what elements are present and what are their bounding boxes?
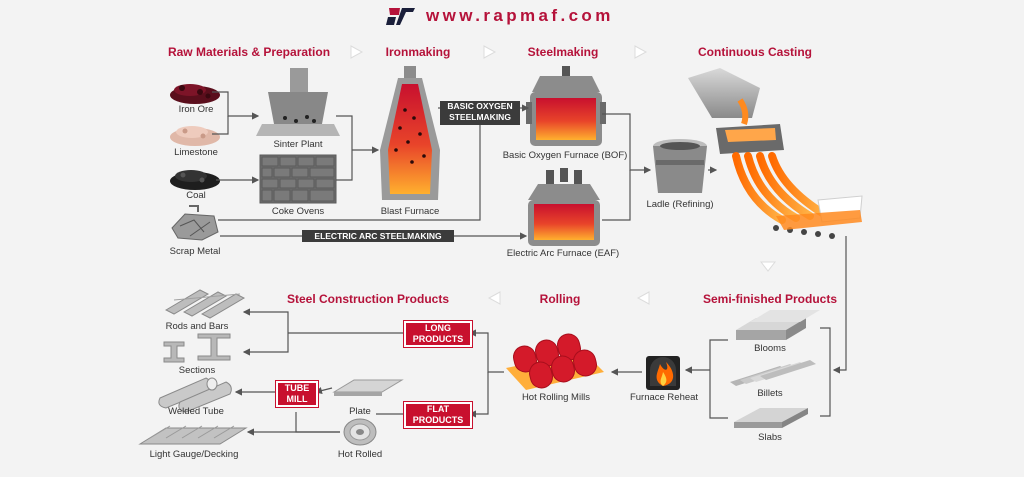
label-ladle: Ladle (Refining) (646, 199, 714, 210)
iron-ore-icon (170, 84, 220, 104)
label-iron-ore: Iron Ore (178, 104, 214, 115)
electric-arc-steelmaking-box: ELECTRIC ARC STEELMAKING (302, 230, 454, 242)
blooms-icon (736, 310, 820, 340)
stage-title-construction: Steel Construction Products (286, 292, 450, 306)
brand-url[interactable]: www.rapmaf.com (426, 6, 614, 25)
label-eaf: Electric Arc Furnace (EAF) (506, 248, 620, 259)
chevron-down-icon (759, 261, 777, 272)
chevron-right-icon (483, 45, 497, 59)
label-coke-ovens: Coke Ovens (271, 206, 325, 217)
light-gauge-decking-icon (138, 425, 248, 445)
stage-title-casting: Continuous Casting (698, 45, 812, 59)
slabs-icon (734, 408, 808, 428)
long-line-1: LONG (425, 323, 451, 333)
label-scrap-metal: Scrap Metal (169, 246, 221, 257)
label-slabs: Slabs (758, 432, 782, 443)
limestone-icon (170, 126, 220, 146)
label-rods-bars: Rods and Bars (165, 321, 229, 332)
ladle-icon (653, 139, 707, 193)
bos-line-2: STEELMAKING (449, 112, 511, 122)
long-line-2: PRODUCTS (412, 334, 464, 344)
label-coal: Coal (186, 190, 206, 201)
basic-oxygen-steelmaking-box: BASIC OXYGEN STEELMAKING (440, 101, 520, 125)
label-light-gauge: Light Gauge/Decking (149, 449, 239, 460)
furnace-reheat-icon (646, 356, 680, 390)
stage-title-semi-finished: Semi-finished Products (702, 292, 838, 306)
blast-furnace-icon (380, 66, 440, 200)
stage-title-rolling: Rolling (539, 292, 581, 306)
coal-icon (170, 170, 220, 190)
label-blast-furnace: Blast Furnace (380, 206, 440, 217)
tube-mill-box: TUBE MILL (276, 381, 318, 407)
chevron-right-icon (350, 45, 364, 59)
billets-icon (730, 360, 816, 386)
label-sections: Sections (178, 365, 216, 376)
hot-rolled-coil-icon (343, 418, 377, 446)
label-limestone: Limestone (174, 147, 218, 158)
coke-ovens-icon (259, 154, 337, 204)
sinter-plant-icon (256, 68, 340, 136)
scrap-metal-icon (171, 205, 219, 241)
hot-rolling-mill-icon (506, 333, 604, 390)
sections-icon (163, 333, 231, 363)
label-bof: Basic Oxygen Furnace (BOF) (502, 150, 628, 161)
rods-bars-icon (164, 289, 246, 319)
chevron-left-icon (487, 291, 501, 305)
stage-title-steelmaking: Steelmaking (527, 45, 599, 59)
stage-chevrons (350, 45, 777, 305)
tube-line-2: MILL (286, 394, 308, 404)
plate-icon (332, 379, 404, 396)
chevron-right-icon (634, 45, 648, 59)
stage-title-ironmaking: Ironmaking (385, 45, 451, 59)
label-blooms: Blooms (754, 343, 786, 354)
stage-title-raw: Raw Materials & Preparation (167, 45, 331, 59)
eaf-furnace-icon (528, 168, 600, 246)
label-sinter-plant: Sinter Plant (273, 139, 323, 150)
bof-furnace-icon (526, 66, 606, 146)
label-furnace-reheat: Furnace Reheat (629, 392, 699, 403)
flat-line-1: FLAT (426, 404, 450, 414)
long-products-box: LONG PRODUCTS (404, 321, 472, 347)
continuous-caster-icon (688, 68, 863, 239)
chevron-left-icon (636, 291, 650, 305)
brand-logo-icon (386, 8, 415, 25)
label-hot-rolled: Hot Rolled (337, 449, 383, 460)
label-hot-rolling-mills: Hot Rolling Mills (521, 392, 591, 403)
tube-line-1: TUBE (284, 383, 310, 393)
label-welded-tube: Welded Tube (168, 406, 224, 417)
bos-line-1: BASIC OXYGEN (447, 101, 513, 111)
flat-products-box: FLAT PRODUCTS (404, 402, 472, 428)
label-plate: Plate (349, 406, 371, 417)
flat-line-2: PRODUCTS (412, 415, 464, 425)
welded-tube-icon (158, 377, 232, 413)
label-billets: Billets (757, 388, 783, 399)
brand-header: www.rapmaf.com (386, 5, 614, 27)
